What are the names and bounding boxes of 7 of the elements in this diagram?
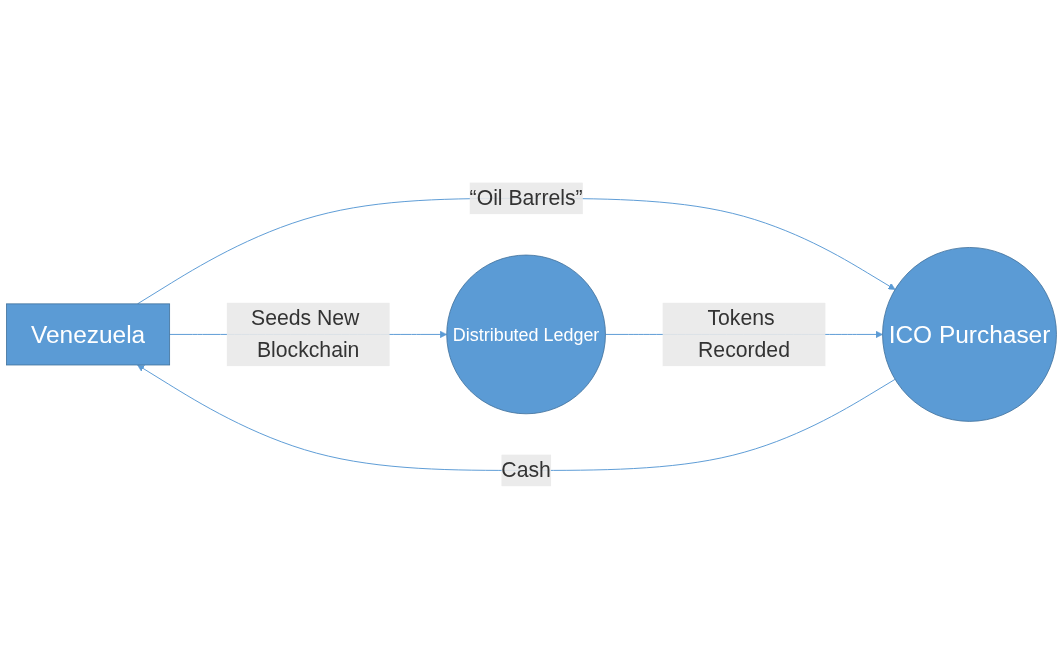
node-circle: ICO Purchaser: [882, 246, 1057, 422]
edge-label: Cash: [501, 457, 551, 482]
node-circle: Distributed Ledger: [446, 254, 606, 414]
edge-label: “Oil Barrels”: [469, 185, 583, 210]
edge-label: Seeds New Blockchain: [251, 305, 360, 362]
node-box: Venezuela: [6, 303, 171, 365]
edge-label: Tokens Recorded: [698, 305, 790, 362]
